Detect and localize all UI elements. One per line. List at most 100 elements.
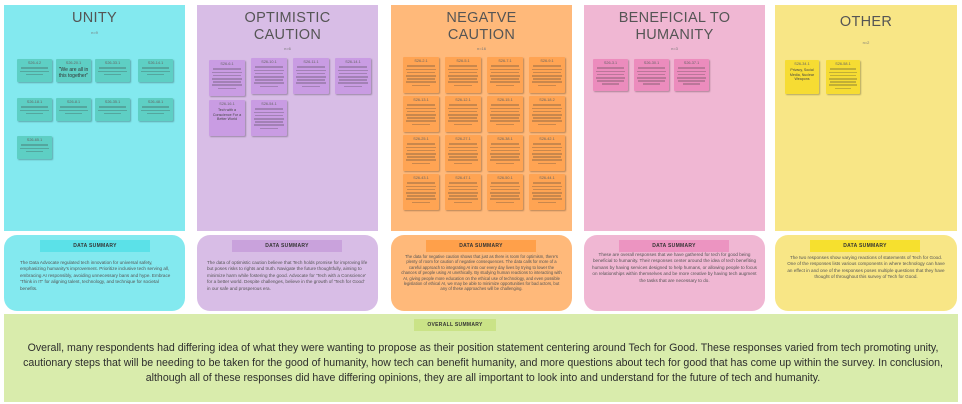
- sticky-note[interactable]: S26-3.1: [593, 59, 628, 91]
- sticky-note[interactable]: S26-10.1: [251, 58, 287, 94]
- illegible-text-line: [406, 107, 436, 110]
- illegible-text-line: [533, 143, 561, 145]
- illegible-text-line: [454, 201, 472, 204]
- data-summary-label: DATA SUMMARY: [619, 240, 729, 252]
- illegible-text-line: [141, 70, 170, 73]
- sticky-note[interactable]: S26-8.1: [56, 98, 91, 121]
- illegible-text-line: [490, 68, 520, 71]
- sticky-note-id: S26-33.1: [104, 61, 121, 65]
- illegible-text-line: [533, 156, 561, 158]
- sticky-note[interactable]: S26-48.1: [138, 98, 173, 121]
- sticky-note[interactable]: S26-13.1: [403, 96, 439, 132]
- data-summary-label: DATA SUMMARY: [810, 240, 920, 252]
- illegible-text-line: [491, 65, 519, 67]
- illegible-text-line: [407, 110, 435, 113]
- sticky-note[interactable]: S26-9.1: [529, 57, 565, 93]
- sticky-note[interactable]: S26-37.1: [674, 59, 709, 91]
- illegible-text-line: [448, 152, 478, 155]
- sticky-note[interactable]: S26-42.1: [529, 135, 565, 171]
- illegible-text-line: [496, 123, 514, 126]
- illegible-text-line: [254, 111, 284, 114]
- illegible-text-line: [344, 85, 362, 88]
- sticky-note[interactable]: S26-25.1: [403, 135, 439, 171]
- illegible-text-line: [449, 182, 477, 184]
- illegible-text-line: [407, 149, 435, 152]
- illegible-text-line: [491, 110, 519, 113]
- illegible-text-line: [490, 74, 520, 77]
- data-summary-text: The two responses show varying reactions…: [787, 255, 945, 280]
- illegible-text-line: [490, 120, 520, 122]
- sticky-note-id: S26-54.1: [261, 102, 277, 106]
- sticky-note-id: S26-16.1: [219, 102, 235, 106]
- illegible-text-line: [677, 76, 706, 79]
- sticky-note[interactable]: S26-38.1: [487, 135, 523, 171]
- sticky-note[interactable]: S26-11.1: [293, 58, 329, 94]
- sticky-note[interactable]: S26-2.1: [403, 57, 439, 93]
- sticky-note[interactable]: S26-58.1: [826, 60, 860, 94]
- illegible-text-line: [103, 112, 122, 115]
- sticky-note-id: S26-34.1: [794, 62, 810, 66]
- sticky-note[interactable]: S26-18.2: [529, 96, 565, 132]
- illegible-text-line: [637, 76, 666, 79]
- illegible-text-line: [532, 68, 562, 71]
- sticky-note[interactable]: S26-4.2: [17, 59, 52, 82]
- illegible-text-line: [20, 70, 49, 73]
- illegible-text-line: [638, 67, 665, 69]
- sticky-note[interactable]: S26-18.1: [17, 98, 52, 121]
- illegible-text-line: [682, 83, 701, 85]
- illegible-text-line: [296, 82, 326, 84]
- sticky-note[interactable]: S26-30.1: [634, 59, 669, 91]
- illegible-text-line: [406, 191, 436, 194]
- sticky-note-id: S26-2.1: [414, 59, 428, 63]
- illegible-text-line: [490, 198, 520, 200]
- illegible-text-line: [532, 152, 562, 155]
- illegible-text-line: [533, 149, 561, 152]
- sticky-note[interactable]: S26-6.1: [209, 60, 245, 96]
- sticky-note[interactable]: S26-14.1: [138, 59, 173, 82]
- illegible-text-line: [491, 195, 519, 197]
- illegible-text-line: [491, 182, 519, 184]
- sticky-note-id: S26-44.1: [539, 176, 555, 180]
- sticky-note[interactable]: S26-15.1: [487, 96, 523, 132]
- data-summary-text: These are overall responses that we have…: [592, 252, 757, 283]
- illegible-text-line: [407, 104, 435, 106]
- illegible-text-line: [146, 73, 165, 76]
- illegible-text-line: [99, 67, 126, 69]
- data-summary-text: The data for negative caution shows that…: [401, 254, 562, 292]
- sticky-note[interactable]: S26-5.1: [445, 57, 481, 93]
- illegible-text-line: [407, 156, 435, 158]
- sticky-note[interactable]: S26-35.1: [95, 98, 130, 121]
- sticky-note[interactable]: S26-27.1: [445, 135, 481, 171]
- sticky-note[interactable]: S26-20.1"We are all in this together": [56, 59, 91, 82]
- illegible-text-line: [260, 127, 278, 130]
- illegible-text-line: [491, 117, 519, 119]
- sticky-note[interactable]: S26-33.1: [95, 59, 130, 82]
- illegible-text-line: [448, 198, 478, 200]
- illegible-text-line: [99, 106, 126, 108]
- sticky-note[interactable]: S26-50.1: [487, 174, 523, 210]
- sticky-note[interactable]: S26-44.1: [529, 174, 565, 210]
- illegible-text-line: [407, 65, 435, 67]
- illegible-text-line: [142, 106, 169, 108]
- illegible-text-line: [449, 149, 477, 152]
- illegible-text-line: [678, 80, 705, 82]
- sticky-note-id: S26-6.1: [220, 62, 234, 66]
- illegible-text-line: [255, 108, 283, 110]
- sticky-note-id: S26-9.1: [540, 59, 554, 63]
- sticky-note[interactable]: S26-14.1: [335, 58, 371, 94]
- sticky-note[interactable]: S26-43.1: [403, 174, 439, 210]
- illegible-text-line: [146, 112, 165, 115]
- sticky-note-id: S26-14.1: [345, 60, 361, 64]
- sticky-note[interactable]: S26-12.1: [445, 96, 481, 132]
- sticky-note[interactable]: S26-7.1: [487, 57, 523, 93]
- illegible-text-line: [678, 67, 705, 69]
- sticky-note[interactable]: S26-65.1: [17, 136, 52, 159]
- illegible-text-line: [25, 73, 44, 76]
- sticky-note[interactable]: S26-54.1: [251, 100, 287, 136]
- illegible-text-line: [491, 78, 519, 80]
- sticky-note[interactable]: S26-47.1: [445, 174, 481, 210]
